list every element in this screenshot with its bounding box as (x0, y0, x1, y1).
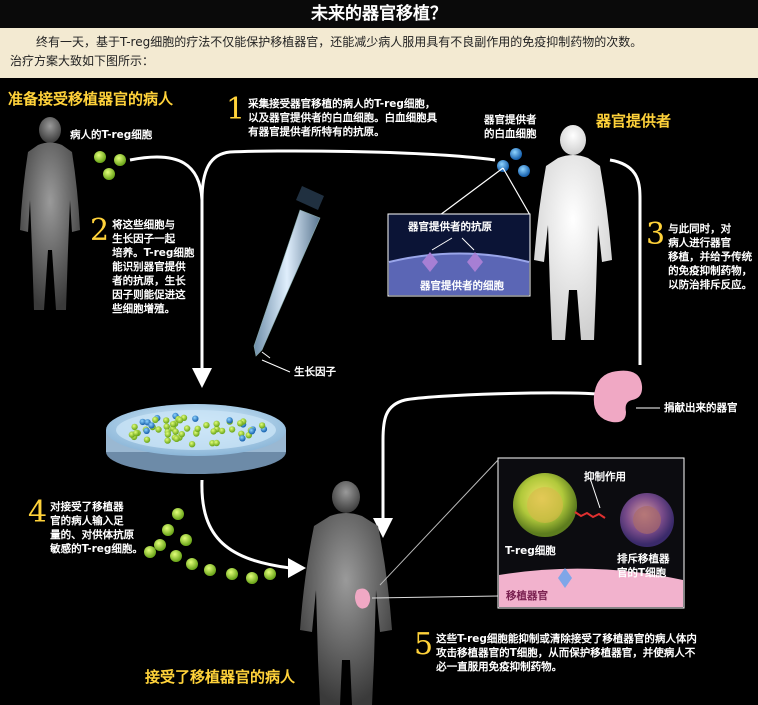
infused-treg-cells (144, 508, 276, 584)
rejecting-tcell-label: 排斥移植器 官的T细胞 (617, 552, 670, 580)
recipient-silhouette (300, 481, 392, 705)
donated-organ-label: 捐献出来的器官 (664, 401, 738, 415)
intro-line-2: 治疗方案大致如下图所示： (10, 54, 154, 68)
infused-treg-cell (170, 550, 182, 562)
dish-cell (144, 437, 150, 443)
dish-cell (148, 422, 154, 428)
dish-cell (203, 422, 209, 428)
treg-cell-label: T-reg细胞 (505, 544, 556, 558)
patient-treg-label: 病人的T-reg细胞 (70, 128, 152, 142)
donor-antigen-label: 器官提供者的抗原 (408, 220, 492, 234)
dish-cell (173, 436, 179, 442)
step-1-text: 采集接受器官移植的病人的T-reg细胞， 以及器官提供者的白血细胞。白血细胞具 … (248, 97, 437, 139)
diagram-canvas (0, 78, 758, 705)
dish-cell (239, 435, 245, 441)
step-3-number: 3 (646, 220, 665, 250)
dish-cell (152, 417, 158, 423)
step-1-number: 1 (226, 95, 245, 125)
dish-cell (172, 428, 178, 434)
dish-cell (155, 426, 161, 432)
dish-cell (131, 424, 137, 430)
donor-label: 器官提供者 (596, 110, 671, 131)
growth-factor-label: 生长因子 (294, 365, 336, 379)
infused-treg-cell (154, 539, 166, 551)
dish-cell (165, 431, 171, 437)
organ-callout-line (372, 596, 498, 598)
infused-treg-cell (264, 568, 276, 580)
dish-cell (192, 416, 198, 422)
infused-treg-cell (204, 564, 216, 576)
recipient-after-label: 接受了移植器官的病人 (145, 666, 295, 687)
step-4-text: 对接受了移植器 官的病人输入足 量的、对供体抗原 敏感的T-reg细胞。 (50, 500, 143, 556)
step-5-text: 这些T-reg细胞能抑制或清除接受了移植器官的病人体内 攻击移植器官的T细胞，从… (436, 632, 697, 674)
suppression-label: 抑制作用 (584, 470, 626, 484)
dish-cell (226, 417, 232, 423)
step-5: 5 这些T-reg细胞能抑制或清除接受了移植器官的病人体内 攻击移植器官的T细胞… (414, 632, 697, 674)
dish-cell (170, 421, 176, 427)
step-3-text: 与此同时，对 病人进行器官 移植，并给予传统 的免疫抑制药物， 以防治排斥反应。 (668, 222, 752, 292)
step-5-number: 5 (414, 630, 433, 660)
intro-text: 终有一天，基于T-reg细胞的疗法不仅能保护移植器官，还能减少病人服用具有不良副… (0, 28, 758, 78)
dish-cell (249, 428, 255, 434)
step-2-number: 2 (90, 216, 109, 246)
patient-silhouette (20, 117, 80, 310)
step-2: 2 将这些细胞与 生长因子一起 培养。T-reg细胞 能识别器官提供 者的抗原，… (90, 218, 194, 316)
page-title: 未来的器官移植？ (0, 0, 758, 29)
donor-wbc-label: 器官提供者 的白血细胞 (484, 113, 537, 141)
dish-cell (210, 428, 216, 434)
step-1: 1 采集接受器官移植的病人的T-reg细胞， 以及器官提供者的白血细胞。白血细胞… (226, 97, 437, 139)
dish-cell (259, 422, 265, 428)
dish-cell (164, 423, 170, 429)
step-2-text: 将这些细胞与 生长因子一起 培养。T-reg细胞 能识别器官提供 者的抗原，生长… (112, 218, 194, 316)
donated-organ-icon (594, 371, 642, 423)
transplanted-organ-label: 移植器官 (506, 589, 548, 603)
recipient-prep-label: 准备接受移植器官的病人 (8, 88, 173, 109)
donor-cell-label: 器官提供者的细胞 (420, 279, 504, 293)
infused-treg-cell (172, 508, 184, 520)
donor-silhouette (534, 125, 612, 340)
infused-treg-cell (162, 524, 174, 536)
infused-treg-cell (144, 546, 156, 558)
dish-cell (213, 440, 219, 446)
intro-line-1: 终有一天，基于T-reg细胞的疗法不仅能保护移植器官，还能减少病人服用具有不良副… (10, 33, 748, 52)
dish-cell (164, 437, 170, 443)
dish-cell (163, 417, 169, 423)
dish-cell (177, 417, 183, 423)
dish-cell (133, 430, 139, 436)
step-4: 4 对接受了移植器 官的病人输入足 量的、对供体抗原 敏感的T-reg细胞。 (28, 500, 143, 556)
infused-treg-cell (226, 568, 238, 580)
dish-cell (237, 420, 243, 426)
dish-cell (195, 426, 201, 432)
step-3: 3 与此同时，对 病人进行器官 移植，并给予传统 的免疫抑制药物， 以防治排斥反… (646, 222, 752, 292)
step-4-number: 4 (28, 498, 47, 528)
dish-cell (143, 428, 149, 434)
donor-wbc-cells (497, 148, 530, 177)
wbc-callout-line (440, 168, 503, 215)
dish-cell (213, 421, 219, 427)
patient-treg-cells (94, 151, 126, 180)
infused-treg-cell (246, 572, 258, 584)
dish-cell (229, 426, 235, 432)
dish-cell (179, 431, 185, 437)
dish-cell (184, 425, 190, 431)
dish-cell (219, 428, 225, 434)
pipette (254, 186, 324, 372)
infused-treg-cell (186, 558, 198, 570)
infused-treg-cell (180, 534, 192, 546)
dish-cell (189, 441, 195, 447)
